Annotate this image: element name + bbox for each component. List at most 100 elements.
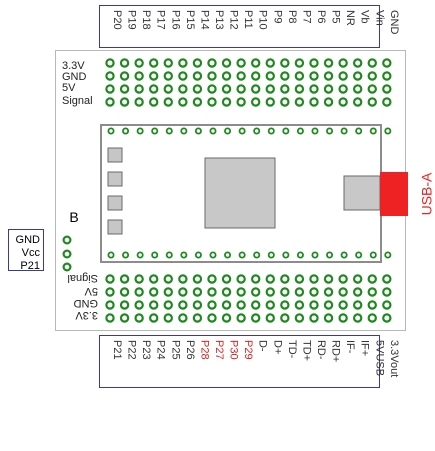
module-component-1 <box>107 147 123 163</box>
pad <box>323 58 334 68</box>
pad <box>178 313 188 323</box>
module-pad <box>253 127 261 135</box>
pad <box>119 287 130 297</box>
module-pad <box>369 251 377 259</box>
pad <box>134 287 144 297</box>
top-pin-label: P8 <box>286 10 298 23</box>
module-pad <box>384 251 392 259</box>
top-pin-label: P9 <box>271 10 283 23</box>
pad <box>119 313 130 323</box>
pad <box>323 287 334 297</box>
pad <box>163 71 173 81</box>
module-pad-rows <box>107 127 392 259</box>
top-pin-label: P10 <box>257 10 269 30</box>
pad <box>338 97 348 107</box>
pad <box>338 287 348 297</box>
module-pad <box>384 127 392 135</box>
top-pin-label: P18 <box>140 10 152 30</box>
pad <box>250 287 261 297</box>
pad <box>367 274 377 284</box>
module-pad <box>282 251 290 259</box>
top-pin-label: Vin <box>373 10 385 26</box>
pad <box>163 287 173 297</box>
pad <box>207 58 217 68</box>
pad <box>134 300 144 310</box>
module-pad <box>209 127 217 135</box>
module-pad <box>253 251 261 259</box>
connector-b-title: B <box>69 209 78 225</box>
pad <box>250 84 261 94</box>
bottom-pin-label: D+ <box>271 340 283 354</box>
pad <box>207 84 217 94</box>
pad <box>265 313 275 323</box>
top-rail-label: 3.3V <box>62 60 85 72</box>
pad <box>192 84 203 94</box>
pad <box>236 97 246 107</box>
bottom-pin-label: IF- <box>344 340 356 354</box>
top-pin-label: GND <box>388 10 400 35</box>
connector-b-pads <box>62 235 72 272</box>
pad <box>265 71 275 81</box>
module-pad <box>122 127 130 135</box>
pad <box>323 300 334 310</box>
pad <box>250 58 261 68</box>
pad <box>221 97 232 107</box>
bottom-rail-label: Signal <box>67 272 98 284</box>
usb-jack-body <box>343 175 381 211</box>
pad <box>236 71 246 81</box>
top-pin-label: P19 <box>126 10 138 30</box>
pad <box>280 300 290 310</box>
pad <box>367 71 377 81</box>
module-pad <box>326 251 334 259</box>
module-pad <box>355 251 363 259</box>
pad <box>119 58 130 68</box>
module-chip <box>204 157 276 229</box>
top-pin-label: P13 <box>213 10 225 30</box>
pad <box>105 71 115 81</box>
pad <box>280 274 290 284</box>
pad <box>236 300 246 310</box>
pad <box>192 274 203 284</box>
pad <box>294 84 305 94</box>
pad <box>236 58 246 68</box>
pad <box>382 58 392 68</box>
pad <box>367 287 377 297</box>
bottom-pin-label: IF+ <box>359 340 371 356</box>
pad <box>382 97 392 107</box>
pad <box>178 97 188 107</box>
pad <box>236 84 246 94</box>
pad <box>221 313 232 323</box>
pad <box>207 287 217 297</box>
module-pad <box>107 251 115 259</box>
pad <box>119 84 130 94</box>
module-pad <box>151 127 159 135</box>
connector-b-pin-p21: P21 <box>20 260 40 272</box>
pad <box>134 313 144 323</box>
pad <box>105 287 115 297</box>
pad <box>309 287 319 297</box>
top-pin-label: P11 <box>242 10 254 29</box>
pad <box>163 58 173 68</box>
usb-label: USB-A <box>419 172 435 215</box>
top-pin-label: P17 <box>155 10 167 30</box>
pad <box>338 274 348 284</box>
module-pad <box>194 127 202 135</box>
pad <box>207 274 217 284</box>
module-pad <box>209 251 217 259</box>
bottom-rail-label: 3.3V <box>75 309 98 321</box>
top-rail-label: Signal <box>62 95 93 107</box>
pad <box>178 58 188 68</box>
pad <box>265 300 275 310</box>
pad <box>280 58 290 68</box>
module-pad <box>136 251 144 259</box>
module-pad <box>340 251 348 259</box>
pad <box>178 84 188 94</box>
module-pad <box>136 127 144 135</box>
bottom-pin-label: P24 <box>155 340 167 360</box>
pad <box>221 84 232 94</box>
module-pad <box>180 127 188 135</box>
connector-b-pad <box>62 262 72 272</box>
pad <box>352 97 363 107</box>
pad <box>192 313 203 323</box>
